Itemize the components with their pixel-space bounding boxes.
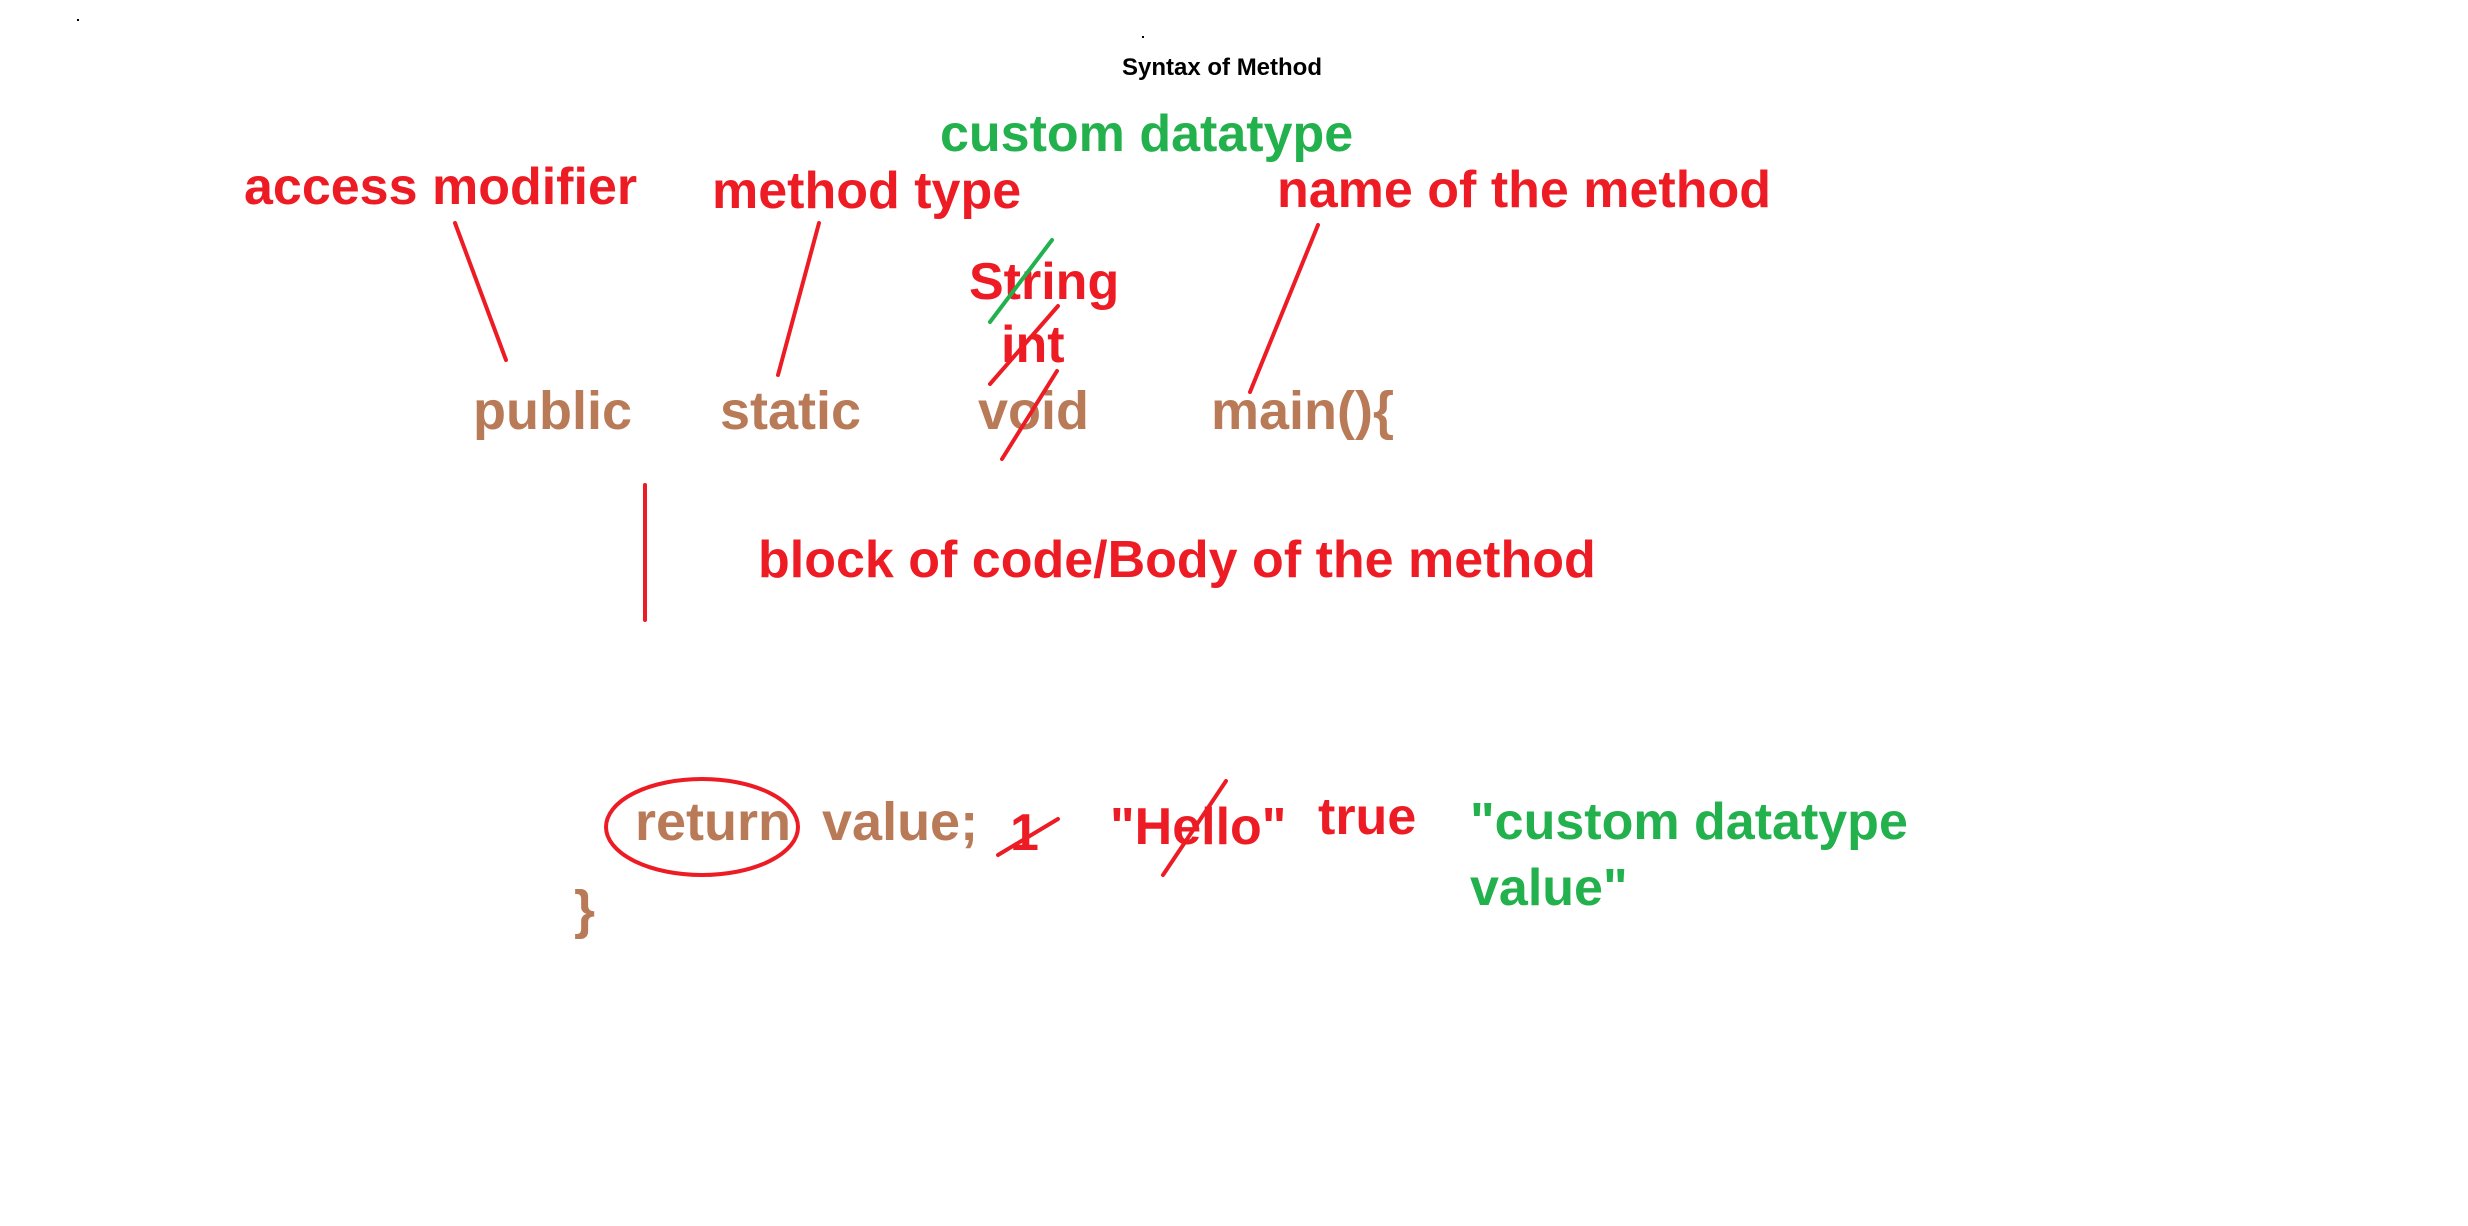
stray-dot bbox=[1142, 36, 1144, 38]
return-value-custom-line2: value" bbox=[1470, 859, 1628, 917]
return-value-one: 1 bbox=[1010, 804, 1039, 862]
return-type-string: String bbox=[969, 253, 1120, 311]
pointer-method-type bbox=[776, 221, 821, 377]
code-value: value; bbox=[822, 792, 979, 852]
return-type-int: int bbox=[1001, 316, 1065, 374]
block-of-code-label: block of code/Body of the method bbox=[758, 531, 1596, 589]
method-type-label: method type bbox=[712, 162, 1022, 220]
code-void: void bbox=[978, 381, 1090, 441]
code-public: public bbox=[473, 381, 632, 441]
code-return: return bbox=[635, 792, 792, 852]
name-of-method-label: name of the method bbox=[1277, 161, 1772, 219]
return-value-hello: "Hello" bbox=[1110, 798, 1287, 856]
page-title: Syntax of Method bbox=[1122, 54, 1323, 81]
pointer-access-modifier bbox=[453, 221, 508, 362]
return-value-true: true bbox=[1318, 788, 1417, 846]
code-main: main(){ bbox=[1211, 381, 1395, 441]
code-closing-brace: } bbox=[574, 880, 596, 940]
custom-datatype-label: custom datatype bbox=[940, 105, 1354, 163]
stray-dot bbox=[77, 19, 79, 21]
pointer-name-of-method bbox=[1248, 223, 1320, 394]
access-modifier-label: access modifier bbox=[244, 158, 638, 216]
code-static: static bbox=[720, 381, 862, 441]
return-value-custom-line1: "custom datatype bbox=[1470, 793, 1908, 851]
